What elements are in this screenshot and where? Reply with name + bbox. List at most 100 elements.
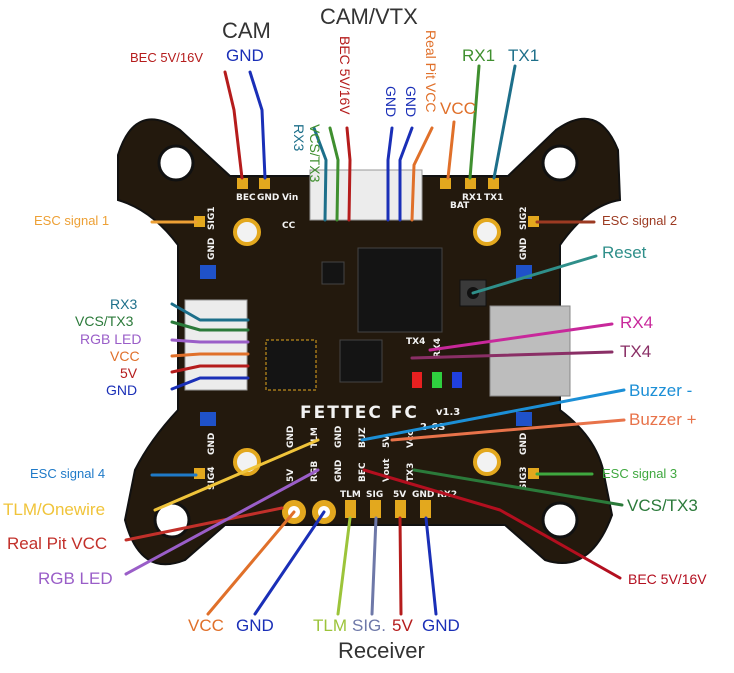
label-buzzer-plus: Buzzer + <box>629 410 697 429</box>
label-b-tlm: TLM <box>313 616 347 635</box>
label-cam-bec: BEC 5V/16V <box>130 50 203 65</box>
label-b-gnd2: GND <box>422 616 460 635</box>
silk-buz: BUZ <box>358 427 368 448</box>
silk-sig4: SIG4 <box>207 467 217 490</box>
label-rx1: RX1 <box>462 46 496 65</box>
silk-sig3: SIG3 <box>519 467 529 490</box>
line-tx1 <box>492 64 517 180</box>
line-b-vcc <box>206 510 296 616</box>
label-buzzer-minus: Buzzer - <box>629 381 693 400</box>
heading-cam: CAM <box>222 18 271 43</box>
label-bec-r: BEC 5V/16V <box>628 571 707 587</box>
flight-controller-board: BEC GND Vin CC BAT RX1 TX1 SIG1 GND SIG2… <box>117 117 622 566</box>
silk-bat: BAT <box>450 201 470 211</box>
pad-5v <box>395 500 406 518</box>
label-real-pit-vcc: Real Pit VCC <box>7 534 108 553</box>
stack-hole-tr <box>473 218 501 246</box>
line-l-5v <box>170 364 250 374</box>
line-cam-bec <box>223 70 244 180</box>
silk-sig1: SIG1 <box>207 207 217 230</box>
line-buz-plus <box>390 418 626 442</box>
silk-rx1: RX1 <box>462 193 482 203</box>
label-l-vcc: VCC <box>110 348 140 364</box>
pad-bec <box>237 178 248 189</box>
label-esc1: ESC signal 1 <box>34 213 110 228</box>
label-v-gnd2: GND <box>403 86 419 118</box>
line-reset <box>471 254 598 295</box>
line-v-gnd2 <box>398 126 414 222</box>
pad-tx1 <box>488 178 499 189</box>
label-rx4: RX4 <box>620 313 654 332</box>
silk-gnd-rx: GND <box>412 490 434 500</box>
leader-lines <box>124 64 626 616</box>
mount-hole-tr <box>541 144 579 182</box>
pad-vin <box>440 178 451 189</box>
line-b-tlm <box>336 516 352 616</box>
board-version: v1.3 <box>436 407 460 418</box>
line-tlm-onewire <box>153 438 320 512</box>
line-b-5v <box>398 516 403 616</box>
label-l-vcs: VCS/TX3 <box>75 313 134 329</box>
pad-sig3 <box>528 468 539 479</box>
line-v-gnd1 <box>386 126 394 222</box>
mount-hole-tl <box>157 144 195 182</box>
blue-cap <box>516 412 532 426</box>
label-l-gnd: GND <box>106 382 138 398</box>
label-v-vcs: VCS/TX3 <box>307 124 323 183</box>
silk-tlm: TLM <box>340 490 361 500</box>
label-b-5v: 5V <box>392 616 413 635</box>
line-b-sig <box>370 516 378 616</box>
pad-sig2 <box>528 216 539 227</box>
line-l-rx3 <box>170 302 250 322</box>
silk-5v: 5V <box>393 490 406 500</box>
line-v-vcs <box>328 126 340 222</box>
label-b-sig: SIG. <box>352 616 387 635</box>
line-bec-r <box>362 468 622 580</box>
silk-tx4: TX4 <box>406 337 425 347</box>
label-l-rgb: RGB LED <box>80 331 142 347</box>
label-b-vcc: VCC <box>188 616 224 635</box>
stack-hole-br <box>473 448 501 476</box>
gyro-chip <box>339 339 383 383</box>
led-blue <box>452 372 462 388</box>
label-rgb-led: RGB LED <box>38 569 113 588</box>
silk-vin: Vin <box>282 193 298 203</box>
line-l-vcs <box>170 320 250 332</box>
label-tx4: TX4 <box>620 342 652 361</box>
label-v-bec: BEC 5V/16V <box>337 36 353 115</box>
line-vcc-top <box>446 120 456 180</box>
line-vcs-tx3 <box>412 468 624 507</box>
line-rgb-led <box>124 468 320 576</box>
silk-v5a: 5V <box>286 469 296 482</box>
silk-sig: SIG <box>366 490 383 500</box>
line-buz-minus <box>360 388 626 442</box>
line-v-real <box>410 126 434 222</box>
silk-v5b: 5V <box>382 435 392 448</box>
silk-g1: GND <box>207 238 217 260</box>
silk-gndb: GND <box>334 426 344 448</box>
line-rx4 <box>428 322 614 352</box>
heading-receiver: Receiver <box>338 638 425 663</box>
label-l-5v: 5V <box>120 365 138 381</box>
pad-gnd <box>259 178 270 189</box>
line-rx1 <box>468 64 481 180</box>
usb-connector <box>489 305 571 397</box>
pad-sig1 <box>194 216 205 227</box>
heading-cam-vtx: CAM/VTX <box>320 4 418 29</box>
silk-g3: GND <box>519 433 529 455</box>
label-esc2: ESC signal 2 <box>602 213 678 228</box>
silk-bec: BEC <box>236 193 256 203</box>
label-vcc-top: VCC <box>440 99 476 118</box>
osd-chip <box>265 339 317 391</box>
label-tlm-onewire: TLM/Onewire <box>3 500 106 519</box>
stack-hole-tl <box>233 218 261 246</box>
label-l-rx3: RX3 <box>110 296 138 312</box>
line-tx4 <box>410 350 614 360</box>
silk-bec2: BEC <box>358 462 368 482</box>
pad-sig4 <box>194 468 205 479</box>
silk-sig2: SIG2 <box>519 207 529 230</box>
pad-rx1 <box>465 178 476 189</box>
board-logo: FETTEC FC <box>300 403 419 423</box>
